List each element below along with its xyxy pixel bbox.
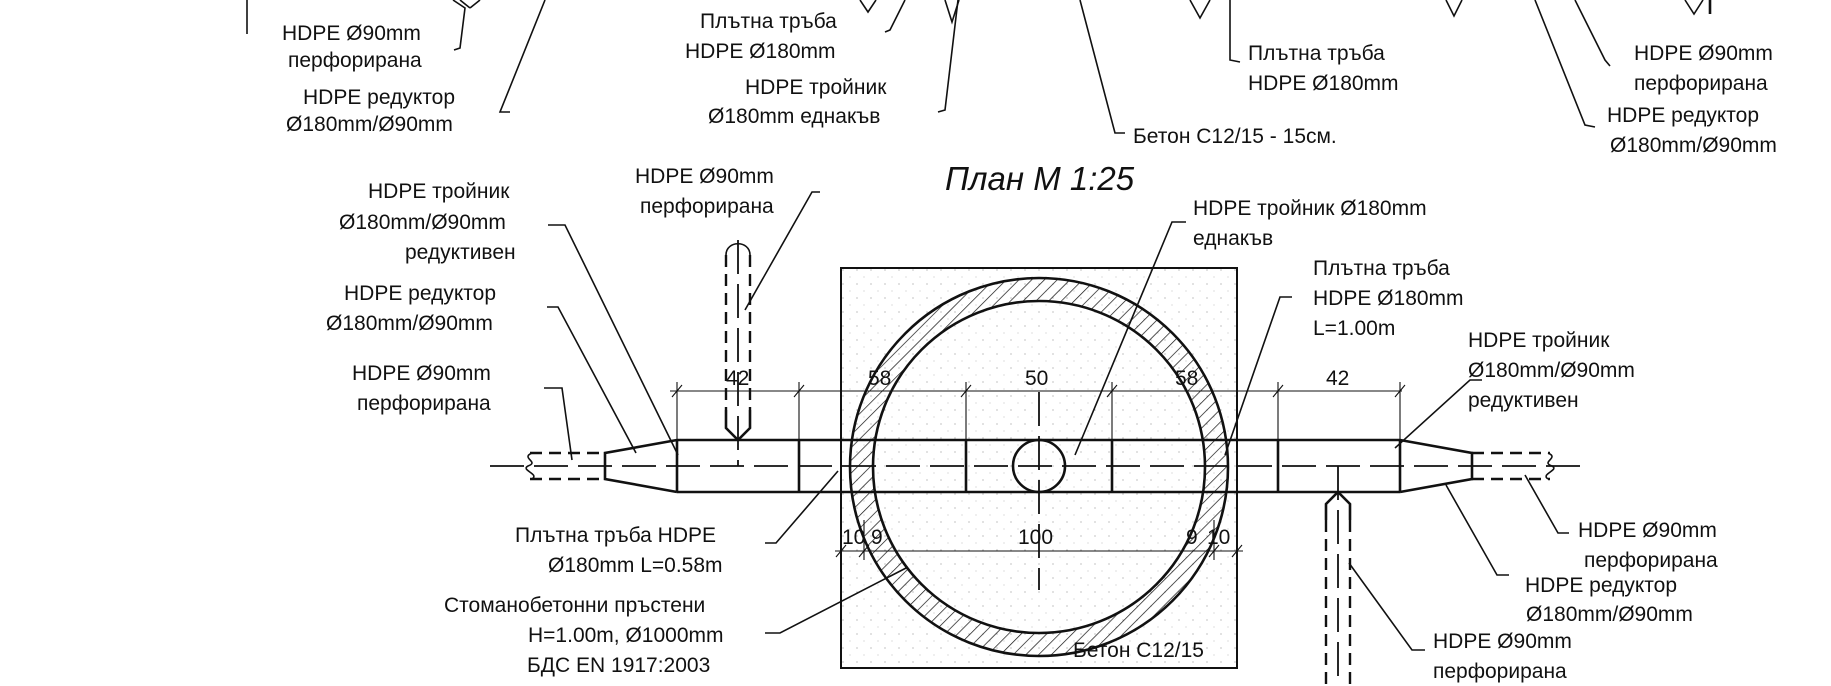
- label-l5b: Ø180mm L=0.58m: [548, 554, 723, 577]
- label-l1a: HDPE тройник: [368, 180, 510, 203]
- label-t7b: перфорирана: [1634, 72, 1768, 95]
- label-l11a: HDPE редуктор: [1525, 574, 1677, 597]
- label-l13: Бетон C12/15: [1073, 639, 1204, 662]
- label-t7a: HDPE Ø90mm: [1634, 42, 1773, 65]
- label-t1a: HDPE Ø90mm: [282, 22, 421, 45]
- label-l7b: еднакъв: [1193, 227, 1273, 250]
- label-l4b: перфорирана: [357, 392, 491, 415]
- dimension-bottom: [835, 520, 1243, 560]
- label-t3b: HDPE Ø180mm: [685, 40, 836, 63]
- label-t3a: Плътна тръба: [700, 10, 837, 33]
- label-l2b: перфорирана: [640, 195, 774, 218]
- label-l4a: HDPE Ø90mm: [352, 362, 491, 385]
- dim-9-left: 9: [871, 526, 883, 549]
- label-t2a: HDPE редуктор: [303, 86, 455, 109]
- leader-t4: [937, 0, 959, 113]
- label-l6b: H=1.00m, Ø1000mm: [528, 624, 724, 647]
- dim-42-left: 42: [726, 367, 749, 390]
- label-t6b: HDPE Ø180mm: [1248, 72, 1399, 95]
- leader-t1: [452, 0, 466, 51]
- label-l10b: перфорирана: [1584, 549, 1718, 572]
- label-l6a: Стоманобетонни пръстени: [444, 594, 705, 617]
- dimension-top: [670, 382, 1406, 440]
- label-l7a: HDPE тройник Ø180mm: [1193, 197, 1427, 220]
- label-l9b: Ø180mm/Ø90mm: [1468, 359, 1635, 382]
- label-t4b: Ø180mm еднакъв: [708, 105, 880, 128]
- label-l8b: HDPE Ø180mm: [1313, 287, 1464, 310]
- label-t1b: перфорирана: [288, 49, 422, 72]
- dim-10-right: 10: [1207, 526, 1230, 549]
- dim-9-right: 9: [1186, 526, 1198, 549]
- leader-t8: [1534, 0, 1596, 128]
- leaders-plan: [544, 191, 1569, 651]
- label-l11b: Ø180mm/Ø90mm: [1526, 603, 1693, 626]
- label-t6a: Плътна тръба: [1248, 42, 1385, 65]
- label-l8a: Плътна тръба: [1313, 257, 1450, 280]
- label-t8a: HDPE редуктор: [1607, 104, 1759, 127]
- dim-100: 100: [1018, 526, 1053, 549]
- label-l5a: Плътна тръба HDPE: [515, 524, 716, 547]
- label-l3a: HDPE редуктор: [344, 282, 496, 305]
- perforated-pipe-left: [525, 451, 605, 481]
- dim-50: 50: [1025, 367, 1048, 390]
- label-l10a: HDPE Ø90mm: [1578, 519, 1717, 542]
- leader-t2: [498, 0, 546, 113]
- label-l1b: Ø180mm/Ø90mm: [339, 211, 506, 234]
- label-t2b: Ø180mm/Ø90mm: [286, 113, 453, 136]
- dim-42-right: 42: [1326, 367, 1349, 390]
- label-l9a: HDPE тройник: [1468, 329, 1610, 352]
- plan-title: План М 1:25: [945, 160, 1135, 197]
- leader-t7: [1574, 0, 1611, 67]
- dim-10-left: 10: [842, 526, 865, 549]
- label-t8b: Ø180mm/Ø90mm: [1610, 134, 1777, 157]
- label-l2a: HDPE Ø90mm: [635, 165, 774, 188]
- label-l1c: редуктивен: [405, 241, 516, 264]
- label-l8c: L=1.00m: [1313, 317, 1395, 340]
- top-section-fragment: HDPE Ø90mm перфорирана HDPE редуктор Ø18…: [246, 0, 1777, 157]
- leader-t5: [1079, 0, 1125, 134]
- dim-58-right: 58: [1175, 367, 1198, 390]
- leader-t3: [884, 0, 906, 33]
- label-t5: Бетон C12/15 - 15см.: [1133, 125, 1337, 148]
- label-t4a: HDPE тройник: [745, 76, 887, 99]
- leader-t6: [1229, 0, 1241, 63]
- label-l12a: HDPE Ø90mm: [1433, 630, 1572, 653]
- label-l3b: Ø180mm/Ø90mm: [326, 312, 493, 335]
- label-l12b: перфорирана: [1433, 660, 1567, 683]
- label-l9c: редуктивен: [1468, 389, 1579, 412]
- label-l6c: БДС EN 1917:2003: [527, 654, 710, 677]
- dim-58-left: 58: [868, 367, 891, 390]
